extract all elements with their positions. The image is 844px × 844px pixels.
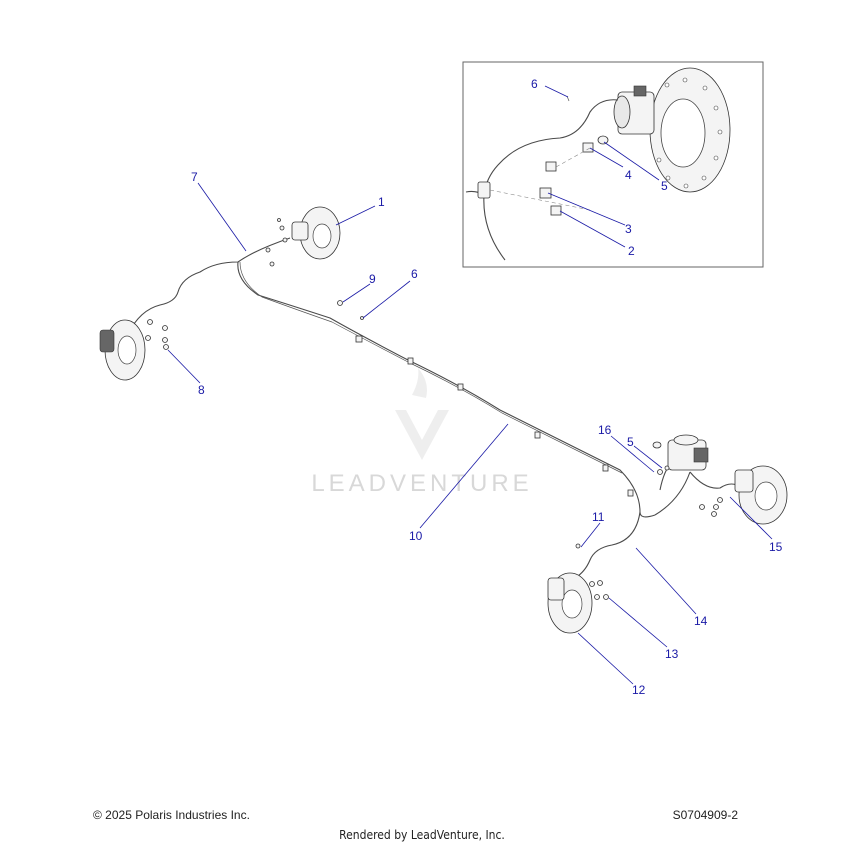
callout-10: 10: [409, 529, 423, 543]
callout-numbers: 1 2 3 4 5 6 6 7 8 9 10 11 12 13 14 15 16…: [191, 77, 783, 697]
callout-9: 9: [369, 272, 376, 286]
callout-5: 5: [661, 179, 668, 193]
line-clips: [337, 300, 634, 497]
callout-4: 4: [625, 168, 632, 182]
rear-right-brake-disc: [699, 465, 788, 525]
rear-left-brake-disc: [547, 543, 609, 634]
callout-15: 15: [769, 540, 783, 554]
inset-hardware: [489, 95, 609, 216]
callout-14: 14: [694, 614, 708, 628]
callout-13: 13: [665, 647, 679, 661]
callout-2: 2: [628, 244, 635, 258]
inset-brake-disc: [649, 67, 731, 193]
diagram-id: S0704909-2: [672, 808, 738, 822]
callout-3: 3: [625, 222, 632, 236]
inset-caliper: [613, 85, 655, 135]
master-cylinder: [652, 434, 709, 475]
callout-7: 7: [191, 170, 198, 184]
copyright-text: © 2025 Polaris Industries Inc.: [93, 808, 250, 822]
inset-detail: [462, 61, 764, 268]
callout-5-rear: 5: [627, 435, 634, 449]
inset-banjo-fitting: [477, 181, 491, 199]
callout-16: 16: [598, 423, 612, 437]
front-right-brake-disc: [265, 206, 341, 267]
callout-1: 1: [378, 195, 385, 209]
callout-12: 12: [632, 683, 646, 697]
callout-6: 6: [411, 267, 418, 281]
watermark-text: LEADVENTURE: [311, 470, 532, 497]
callout-11: 11: [592, 510, 605, 524]
main-brake-lines: [127, 237, 743, 579]
leadventure-watermark: LEADVENTURE: [311, 368, 532, 497]
callout-8: 8: [198, 383, 205, 397]
leadventure-logo-icon: [395, 368, 449, 460]
inset-brake-line: [483, 99, 619, 261]
rendered-by-text: Rendered by LeadVenture, Inc.: [339, 828, 505, 842]
callout-6-inset: 6: [531, 77, 538, 91]
front-left-brake-disc: [99, 319, 169, 381]
leader-lines: [167, 85, 773, 685]
